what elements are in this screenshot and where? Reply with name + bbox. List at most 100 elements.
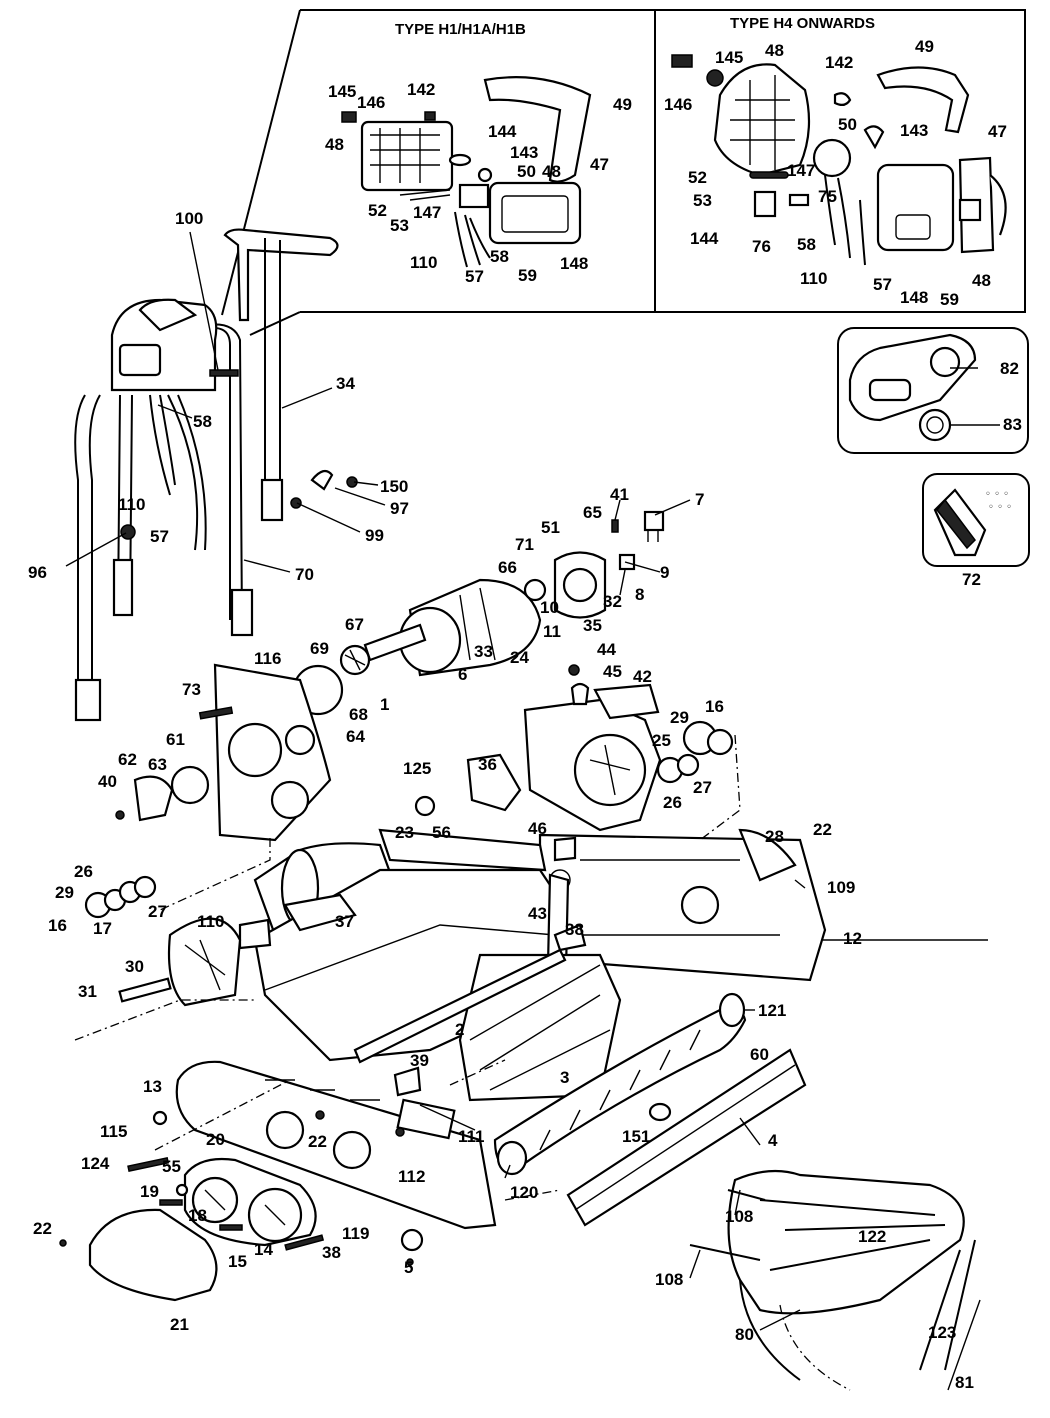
label-66: 66 bbox=[498, 558, 517, 577]
label-61: 61 bbox=[166, 730, 185, 749]
label-24: 24 bbox=[510, 648, 529, 667]
label-h4-142: 142 bbox=[825, 53, 853, 72]
handle-grip-h1 bbox=[483, 76, 592, 183]
bed-bar-4 bbox=[566, 1048, 807, 1227]
label-34: 34 bbox=[336, 374, 355, 393]
label-29: 29 bbox=[670, 708, 689, 727]
label-15: 15 bbox=[228, 1252, 247, 1271]
label-80: 80 bbox=[735, 1325, 754, 1344]
label-h4-52: 52 bbox=[688, 168, 707, 187]
mower-deck bbox=[84, 828, 827, 1062]
label-h1-48b: 48 bbox=[542, 162, 561, 181]
label-83: 83 bbox=[1003, 415, 1022, 434]
lever-42 bbox=[593, 683, 660, 720]
label-h1-57: 57 bbox=[465, 267, 484, 286]
label-19: 19 bbox=[140, 1182, 159, 1201]
label-h4-147: 147 bbox=[787, 161, 815, 180]
switch-cover-h1 bbox=[488, 181, 582, 245]
label-110b: 110 bbox=[197, 912, 224, 931]
label-73: 73 bbox=[182, 680, 201, 699]
label-108: 108 bbox=[725, 1207, 753, 1226]
label-123: 123 bbox=[928, 1323, 956, 1342]
fixing-39 bbox=[393, 1066, 422, 1097]
svg-text:◦ ◦ ◦: ◦ ◦ ◦ bbox=[988, 502, 1012, 513]
label-68: 68 bbox=[349, 705, 368, 724]
label-99: 99 bbox=[365, 526, 384, 545]
cap-28 bbox=[738, 828, 797, 882]
blade-2 bbox=[353, 948, 567, 1064]
label-14: 14 bbox=[254, 1240, 273, 1259]
label-h1-143: 143 bbox=[510, 143, 538, 162]
label-151: 151 bbox=[622, 1127, 650, 1146]
label-h4-48b: 48 bbox=[972, 271, 991, 290]
label-3: 3 bbox=[560, 1068, 569, 1087]
switch-box-h1 bbox=[360, 120, 454, 192]
inset-frame bbox=[221, 9, 1026, 336]
belt-cover-21 bbox=[88, 1208, 218, 1302]
label-122: 122 bbox=[858, 1227, 886, 1246]
label-h1-58: 58 bbox=[490, 247, 509, 266]
shaft-31 bbox=[118, 977, 172, 1003]
label-h4-57: 57 bbox=[873, 275, 892, 294]
label-h4-76: 76 bbox=[752, 237, 771, 256]
accessory-box-72: ◦ ◦ ◦ ◦ ◦ ◦ bbox=[922, 473, 1030, 567]
grass-box bbox=[689, 1169, 976, 1391]
label-2: 2 bbox=[455, 1020, 464, 1039]
label-22: 22 bbox=[813, 820, 832, 839]
capacitor-7 bbox=[643, 510, 665, 532]
label-h1-48: 48 bbox=[325, 135, 344, 154]
label-60: 60 bbox=[750, 1045, 769, 1064]
label-h4-59: 59 bbox=[940, 290, 959, 309]
label-h4-143: 143 bbox=[900, 121, 928, 140]
label-8: 8 bbox=[635, 585, 644, 604]
label-12: 12 bbox=[843, 929, 862, 948]
label-150: 150 bbox=[380, 477, 408, 496]
label-30: 30 bbox=[125, 957, 144, 976]
label-100: 100 bbox=[175, 209, 203, 228]
handle-assembly bbox=[74, 228, 358, 722]
accessory-box-82-83 bbox=[837, 327, 1029, 454]
label-29b: 29 bbox=[55, 883, 74, 902]
label-43: 43 bbox=[528, 904, 547, 923]
clip-38 bbox=[553, 923, 587, 952]
label-h1-110: 110 bbox=[410, 253, 437, 272]
label-112: 112 bbox=[398, 1167, 425, 1186]
label-h4-148: 148 bbox=[900, 288, 928, 307]
label-h1-145: 145 bbox=[328, 82, 356, 101]
label-4: 4 bbox=[768, 1131, 778, 1150]
label-69: 69 bbox=[310, 639, 329, 658]
handle-foot-left bbox=[74, 678, 102, 722]
label-h4-47: 47 bbox=[988, 122, 1007, 141]
label-16: 16 bbox=[705, 697, 724, 716]
connector-h1 bbox=[458, 183, 490, 209]
label-110: 110 bbox=[118, 495, 145, 514]
handle-grip-h4 bbox=[876, 66, 970, 134]
label-h1-142: 142 bbox=[407, 80, 435, 99]
label-h1-49: 49 bbox=[613, 95, 632, 114]
label-27b: 27 bbox=[148, 902, 167, 921]
label-5: 5 bbox=[404, 1258, 413, 1277]
label-16b: 16 bbox=[48, 916, 67, 935]
label-55: 55 bbox=[162, 1157, 181, 1176]
leader-lines bbox=[65, 231, 1000, 1391]
label-27: 27 bbox=[693, 778, 712, 797]
label-124: 124 bbox=[81, 1154, 110, 1173]
label-63: 63 bbox=[148, 755, 167, 774]
label-58: 58 bbox=[193, 412, 212, 431]
label-18: 18 bbox=[188, 1206, 207, 1225]
label-7: 7 bbox=[695, 490, 704, 509]
label-h4-49: 49 bbox=[915, 37, 934, 56]
label-20: 20 bbox=[206, 1130, 225, 1149]
label-10: 10 bbox=[540, 598, 559, 617]
label-6: 6 bbox=[458, 665, 467, 684]
label-119: 119 bbox=[342, 1224, 369, 1243]
label-23: 23 bbox=[395, 823, 414, 842]
label-40: 40 bbox=[98, 772, 117, 791]
top-cover-23 bbox=[378, 828, 547, 872]
label-h1-53: 53 bbox=[390, 216, 409, 235]
side-plate-left bbox=[152, 1060, 497, 1230]
gear-61 bbox=[170, 765, 210, 805]
label-111: 111 bbox=[458, 1127, 485, 1146]
grass-box-80 bbox=[727, 1169, 965, 1315]
